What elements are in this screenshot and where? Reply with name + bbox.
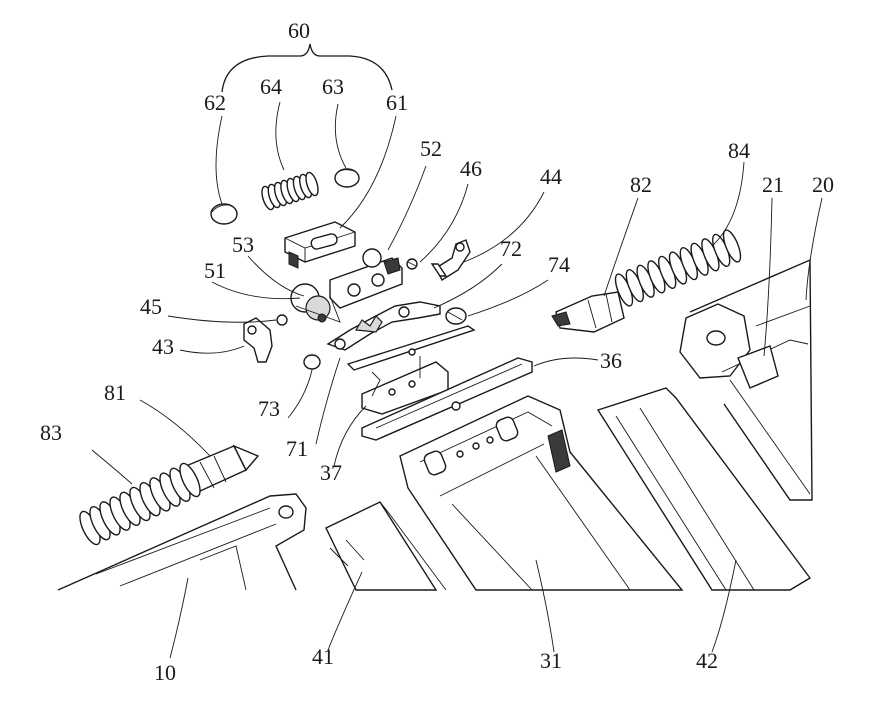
part-64-spring [261,171,319,211]
part-10-housing [57,493,307,591]
label-37: 37 [320,460,342,485]
label-83: 83 [40,420,62,445]
label-42: 42 [696,648,718,673]
part-71-bar [346,325,476,371]
label-60: 60 [288,18,310,43]
label-73: 73 [258,396,280,421]
label-72: 72 [500,236,522,261]
label-41: 41 [312,644,334,669]
label-64: 64 [260,74,282,99]
part-52-gear-carrier [329,248,403,309]
part-42-cover [596,387,812,591]
spring-coil [179,462,201,498]
label-10: 10 [154,660,176,685]
part-72-arm [326,301,441,351]
label-45: 45 [140,294,162,319]
label-61: 61 [386,90,408,115]
label-43: 43 [152,334,174,359]
label-81: 81 [104,380,126,405]
label-20: 20 [812,172,834,197]
leader-lines [91,101,823,659]
label-84: 84 [728,138,750,163]
part-61-block [284,221,356,269]
part-36-rail [361,357,533,441]
label-82: 82 [630,172,652,197]
part-81-plunger [185,444,260,493]
part-82-plunger [551,291,625,333]
label-63: 63 [322,74,344,99]
part-84-spring [614,229,742,307]
part-62-cap [210,203,238,225]
label-74: 74 [548,252,570,277]
reference-labels: 60 62 64 63 61 52 46 44 82 84 21 20 53 7… [40,18,834,685]
part-83-spring [79,462,201,546]
part-73-pin [303,354,321,370]
part-45-screw [276,314,288,326]
part-31-frame [399,395,684,591]
part-21-lug [737,345,779,389]
part-63-cap [334,168,360,188]
part-74-pin [445,307,467,325]
part-44-latch [430,239,471,282]
label-46: 46 [460,156,482,181]
label-44: 44 [540,164,562,189]
label-21: 21 [762,172,784,197]
label-36: 36 [600,348,622,373]
label-31: 31 [540,648,562,673]
part-46-screw [406,258,418,270]
label-51: 51 [204,258,226,283]
part-51-gear [290,283,341,323]
label-71: 71 [286,436,308,461]
label-52: 52 [420,136,442,161]
group-bracket-60 [221,43,393,93]
part-41-cover [325,501,447,591]
label-53: 53 [232,232,254,257]
label-62: 62 [204,90,226,115]
part-43-latch [243,317,273,363]
spring-coil [722,229,742,263]
spring-coil [305,171,319,197]
